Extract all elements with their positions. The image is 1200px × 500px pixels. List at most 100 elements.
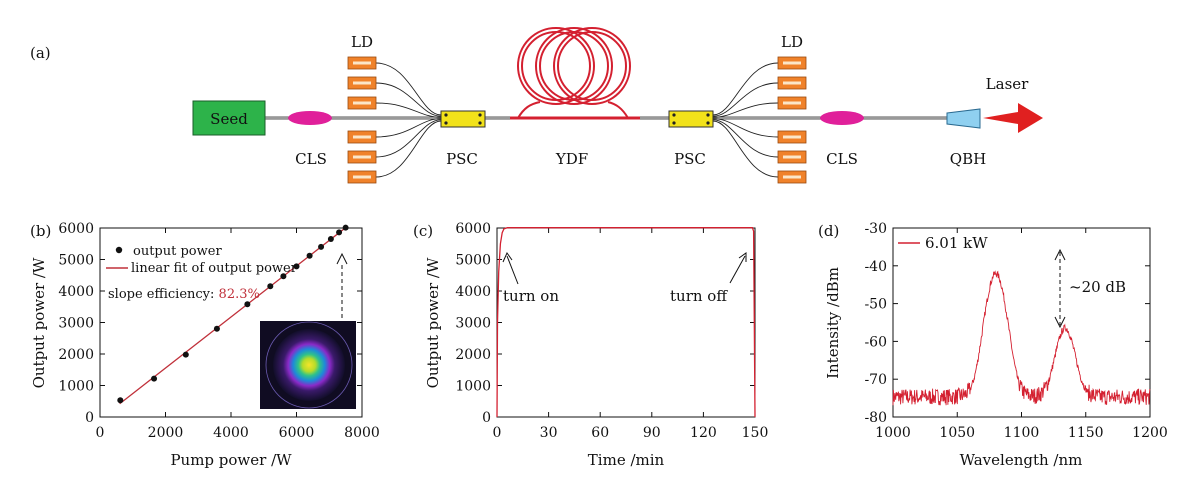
- y-axis-title-b: Output power /W: [30, 257, 48, 388]
- ydf-label: YDF: [555, 150, 588, 168]
- data-point: [318, 243, 325, 250]
- laser-label: Laser: [986, 75, 1029, 93]
- ydf-loop: [535, 27, 613, 105]
- diode-stripe: [353, 61, 371, 65]
- fanout-fiber: [375, 119, 442, 158]
- ydf-loop: [521, 31, 591, 101]
- x-tick-label: 150: [742, 425, 769, 441]
- fanout-fiber: [375, 120, 442, 178]
- psc-right-component: [668, 110, 714, 128]
- y-axis-title-d: Intensity /dBm: [824, 267, 842, 379]
- legend-text-fit: linear fit of output power: [131, 261, 298, 276]
- data-point: [213, 325, 220, 332]
- x-tick-label: 120: [690, 425, 717, 441]
- plot-frame-d: [892, 227, 1151, 418]
- y-tick-label: 2000: [455, 347, 491, 363]
- y-tick-label: 5000: [455, 253, 491, 269]
- arrow-head-d-up: [1054, 248, 1066, 261]
- diode-stripe: [353, 101, 371, 105]
- cls-right-label: CLS: [826, 150, 858, 168]
- panel-label-a: (a): [30, 44, 51, 62]
- diode-stripe: [353, 175, 371, 179]
- data-point: [336, 229, 343, 236]
- panel-label-c: (c): [413, 222, 433, 240]
- arrow-head-d-down: [1054, 316, 1066, 329]
- x-tick-label: 2000: [148, 425, 184, 441]
- data-point: [327, 236, 334, 243]
- data-point: [182, 351, 189, 358]
- diode-stripe: [783, 135, 801, 139]
- legend-text-output: output power: [133, 244, 222, 259]
- data-point: [117, 397, 124, 404]
- cls-left-component: [288, 111, 332, 125]
- x-axis-title-d: Wavelength /nm: [960, 451, 1083, 469]
- ld-left-group: [347, 56, 377, 184]
- x-axis-title-c: Time /min: [588, 451, 665, 469]
- fanout-fibers-right: [712, 62, 779, 178]
- y-tick-label: -80: [864, 410, 887, 426]
- laser-arrow: [983, 103, 1043, 133]
- y-tick-label: -70: [864, 372, 887, 388]
- ydf-loop: [553, 27, 631, 105]
- qbh-component: [946, 108, 981, 129]
- annotation-turn-on: turn on: [503, 287, 559, 305]
- data-point: [244, 301, 251, 308]
- fanout-fiber: [375, 102, 442, 118]
- x-axis-title-b: Pump power /W: [170, 451, 292, 469]
- fanout-fiber: [712, 102, 779, 118]
- fanout-fiber: [712, 82, 779, 117]
- x-tick-label: 8000: [344, 425, 380, 441]
- x-tick-label: 1100: [1004, 425, 1040, 441]
- ydf-lead: [517, 101, 541, 119]
- arrow-turn-off: [729, 255, 746, 284]
- y-tick-label: 2000: [58, 347, 94, 363]
- data-points-b: [117, 224, 349, 404]
- psc-right-label: PSC: [674, 150, 706, 168]
- x-tick-label: 1150: [1068, 425, 1104, 441]
- y-tick-label: 1000: [58, 379, 94, 395]
- panel-label-d: (d): [818, 222, 839, 240]
- ydf-loop: [517, 27, 595, 105]
- x-tick-label: 30: [540, 425, 558, 441]
- ydf-lead: [607, 101, 629, 119]
- beam-profile-inset: [260, 321, 356, 409]
- spectrum-line-d: [892, 270, 1151, 406]
- fanout-fiber: [375, 118, 442, 138]
- y-tick-label: -50: [864, 297, 887, 313]
- data-point: [342, 224, 349, 231]
- diode-stripe: [783, 81, 801, 85]
- diode-stripe: [353, 81, 371, 85]
- fanout-fiber: [375, 62, 442, 116]
- data-point: [267, 283, 274, 290]
- x-tick-label: 60: [591, 425, 609, 441]
- slope-value: 82.3%: [219, 287, 260, 302]
- arrow-turn-on: [506, 255, 519, 285]
- fanout-fiber: [712, 118, 779, 138]
- x-tick-label: 0: [96, 425, 105, 441]
- x-tick-label: 90: [643, 425, 661, 441]
- fanout-fiber: [375, 82, 442, 117]
- x-tick-label: 1000: [875, 425, 911, 441]
- panel-label-b: (b): [30, 222, 51, 240]
- y-tick-label: 4000: [455, 284, 491, 300]
- y-tick-label: 0: [482, 410, 491, 426]
- setup-diagram: (a) Seed CLS LD PSC YDF: [30, 27, 1043, 184]
- ld-left-label: LD: [351, 33, 373, 51]
- ydf-coil: [517, 27, 631, 119]
- y-tick-label: 4000: [58, 284, 94, 300]
- x-tick-label: 6000: [279, 425, 315, 441]
- diode-stripe: [353, 135, 371, 139]
- legend-marker-b: [115, 246, 123, 254]
- cls-right-component: [820, 111, 864, 125]
- psc-left-label: PSC: [446, 150, 478, 168]
- spectrum-trace: [892, 270, 1151, 406]
- x-tick-label: 4000: [213, 425, 249, 441]
- seed-label: Seed: [210, 110, 248, 128]
- diode-stripe: [783, 155, 801, 159]
- data-point: [306, 252, 313, 259]
